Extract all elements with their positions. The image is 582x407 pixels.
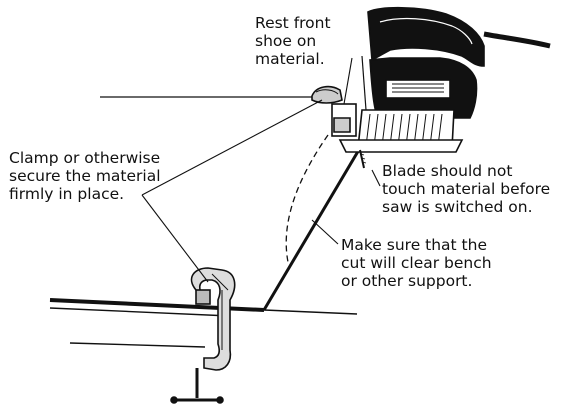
jigsaw	[311, 6, 551, 169]
leader-lines	[141, 57, 381, 283]
callout-line: Blade should not	[382, 162, 513, 180]
callout-cut-clearance: Make sure that the cut will clear bench …	[341, 236, 492, 290]
callout-line: saw is switched on.	[382, 198, 533, 216]
callout-blade-clearance: Blade should not touch material before s…	[382, 162, 550, 216]
cut-path-dashed-arc	[285, 134, 329, 263]
callout-rest-front-shoe: Rest front shoe on material.	[255, 14, 331, 68]
callout-line: or other support.	[341, 272, 473, 290]
c-clamp	[170, 267, 236, 404]
callout-line: material.	[255, 50, 325, 68]
callout-line: Make sure that the	[341, 236, 487, 254]
callout-line: Rest front	[255, 14, 331, 32]
callout-line: shoe on	[255, 32, 317, 50]
callout-clamp-material: Clamp or otherwise secure the material f…	[9, 149, 161, 203]
callout-line: firmly in place.	[9, 185, 125, 203]
bench-top	[49, 298, 358, 348]
callout-line: secure the material	[9, 167, 161, 185]
callout-line: cut will clear bench	[341, 254, 492, 272]
callout-line: touch material before	[382, 180, 551, 198]
cut-line	[262, 147, 362, 311]
callout-line: Clamp or otherwise	[9, 149, 161, 167]
